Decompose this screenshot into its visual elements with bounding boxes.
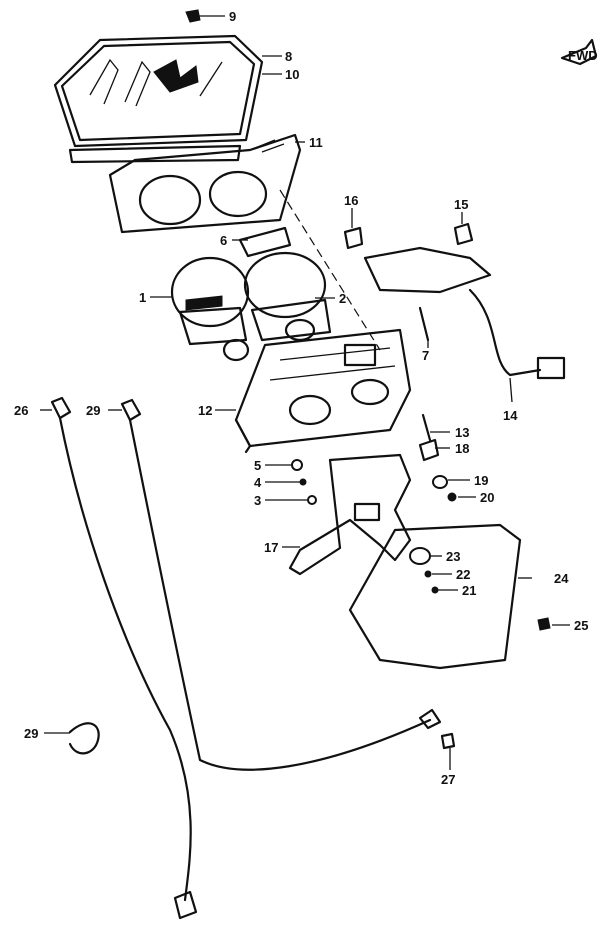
part-1-speedometer-gauge [170,256,250,362]
callout-20: 20 [480,490,494,505]
part-29-cable-clamp [68,722,100,755]
callout-3: 3 [254,493,261,508]
callout-27: 27 [441,772,455,787]
callout-4: 4 [254,475,262,490]
part-11-bracket-plate [108,133,302,234]
callout-16: 16 [344,193,358,208]
part-20-nut [447,492,457,502]
callout-22: 22 [456,567,470,582]
callout-9: 9 [229,9,236,24]
callout-5: 5 [254,458,261,473]
callout-10: 10 [285,67,299,82]
part-7-screw [418,306,430,342]
part-15-bulb [453,222,474,246]
part-19-washer [432,475,448,489]
callout-25: 25 [574,618,588,633]
callout-7: 7 [422,348,429,363]
part-25-screw [537,617,551,631]
part-9-screw [185,9,201,23]
part-21-nut [431,586,439,594]
callout-23: 23 [446,549,460,564]
callout-11: 11 [309,135,323,150]
callout-29-cable: 29 [86,403,100,418]
callout-labels: 9 8 10 11 6 1 2 16 15 7 14 12 13 18 5 4 … [14,9,588,787]
callout-17: 17 [264,540,278,555]
forward-direction-badge: FWD [560,38,598,66]
part-18-grommet [418,438,440,462]
part-29-tachometer-cable [120,398,442,771]
part-22-collar [424,570,432,578]
callout-12: 12 [198,403,212,418]
bulb-socket-harness [343,222,566,380]
part-24-lower-cover [348,523,522,670]
part-6-clip [238,226,292,258]
callout-14: 14 [503,408,518,423]
part-2-tachometer-gauge [243,251,332,342]
callout-13: 13 [455,425,469,440]
part-12-meter-case [234,328,412,454]
callout-2: 2 [339,291,346,306]
callout-26: 26 [14,403,28,418]
callout-6: 6 [220,233,227,248]
callout-29-clamp: 29 [24,726,38,741]
callout-1: 1 [139,290,146,305]
part-16-bulb [343,226,364,250]
part-17-mounting-bracket [288,453,412,576]
callout-21: 21 [462,583,476,598]
part-4-nut [299,478,307,486]
alignment-line [279,189,381,351]
part-13-screw [421,413,432,442]
part-23-grommet [409,547,431,565]
meter-top-cover [53,34,264,164]
callout-8: 8 [285,49,292,64]
forward-direction-label: FWD [568,48,598,63]
part-3-bolt [307,495,317,505]
callout-18: 18 [455,441,469,456]
callout-15: 15 [454,197,468,212]
callout-24: 24 [554,571,569,586]
part-5-washer [291,459,303,471]
part-26-speedometer-cable [50,396,198,920]
part-27-screw [440,732,456,750]
callout-19: 19 [474,473,488,488]
leader-lines [40,15,570,770]
